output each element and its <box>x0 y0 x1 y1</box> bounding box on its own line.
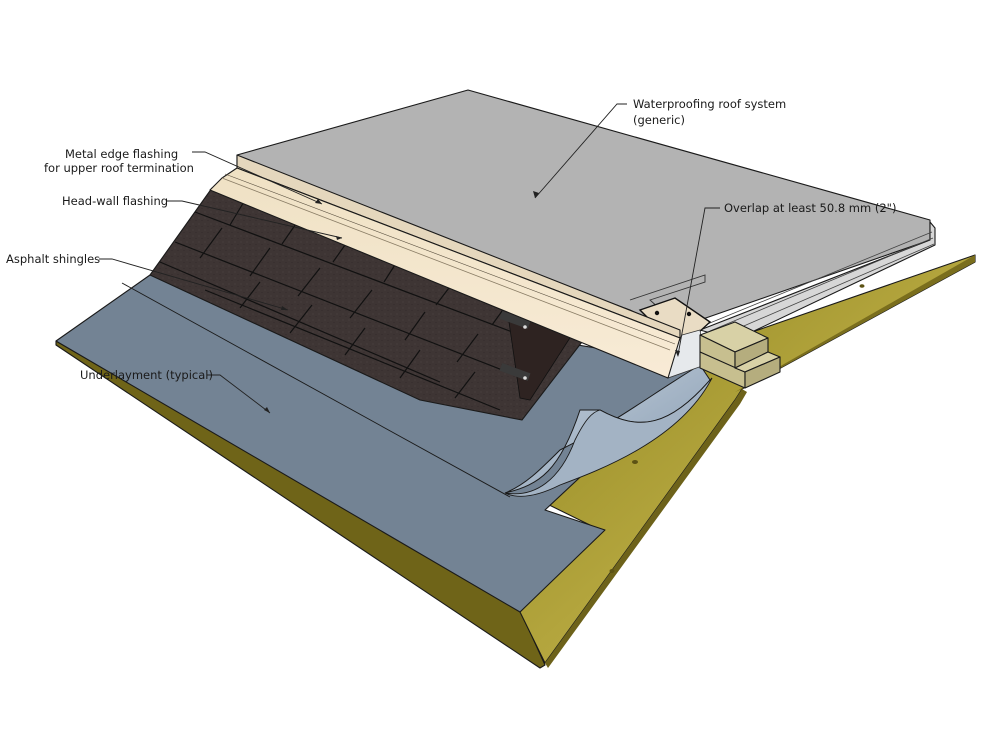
shingle-course-lines <box>159 211 561 411</box>
label-metal-edge-line1: Metal edge flashing <box>65 147 178 161</box>
labels: Waterproofing roof system (generic) Meta… <box>6 97 896 382</box>
label-asphalt: Asphalt shingles <box>6 252 100 266</box>
plywood-knot <box>859 284 865 288</box>
fastener <box>686 311 692 317</box>
arrow-head <box>315 199 322 204</box>
label-underlayment: Underlayment (typical) <box>80 368 213 382</box>
waterproofing-edge-lines <box>704 231 935 339</box>
label-metal-edge-line2: for upper roof termination <box>44 161 194 175</box>
waterproofing-roof-system <box>236 89 936 379</box>
metal-edge-flashing <box>209 154 681 379</box>
metal-edge-face <box>209 167 681 379</box>
plywood-edge-front <box>545 389 747 668</box>
metal-edge-crease <box>224 173 676 345</box>
leader-underlayment <box>207 374 271 414</box>
leader-overlap <box>677 207 720 356</box>
leader-metal-edge <box>192 151 323 205</box>
leader-waterproofing <box>534 103 627 199</box>
nail-strip <box>499 363 531 381</box>
arrow-head <box>336 236 342 240</box>
fastener <box>654 310 660 316</box>
arrow-head <box>281 306 288 310</box>
asphalt-shingles <box>149 187 596 421</box>
plywood-knot <box>609 569 615 573</box>
nail-strip <box>499 311 531 329</box>
block-lower-side <box>744 356 781 389</box>
nail-head <box>523 325 527 329</box>
leader-head-wall <box>167 200 343 239</box>
underlayment-curl-underside <box>504 377 713 497</box>
label-head-wall: Head-wall flashing <box>62 194 168 208</box>
label-waterproofing-line1: Waterproofing roof system <box>633 97 786 111</box>
underlayment-lap-line <box>121 282 511 498</box>
arrow-head <box>264 407 270 413</box>
metal-edge-crease <box>221 177 671 351</box>
arrow-head <box>533 191 539 198</box>
plywood-edge-right <box>735 255 975 392</box>
arrow-head <box>675 350 680 357</box>
label-overlap: Overlap at least 50.8 mm (2") <box>724 201 896 215</box>
leader-asphalt <box>99 258 289 311</box>
label-waterproofing-line2: (generic) <box>633 113 685 127</box>
plywood-knot <box>632 460 638 464</box>
leader-lines <box>99 103 720 414</box>
wood-blocking <box>699 321 781 389</box>
shingle-field <box>149 187 596 421</box>
nail-head <box>523 376 527 380</box>
